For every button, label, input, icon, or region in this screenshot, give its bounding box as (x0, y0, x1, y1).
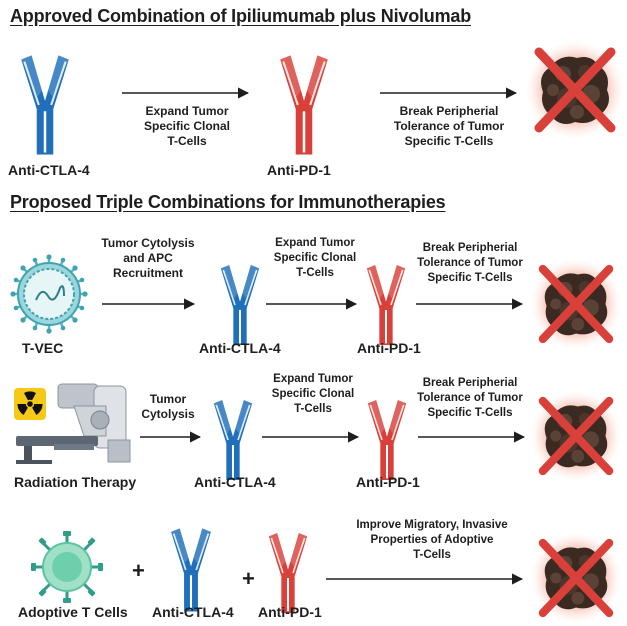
anti-pd1-label: Anti-PD-1 (267, 162, 331, 178)
antibody-icon (14, 55, 76, 155)
arrow (380, 87, 518, 99)
arrow (266, 298, 358, 310)
antibody-icon (362, 400, 412, 480)
t-vec-label: T-VEC (22, 340, 64, 356)
antibody-icon (263, 533, 313, 613)
tumor-cell-icon (525, 40, 625, 140)
radiation-symbol-icon (14, 388, 46, 420)
anti-ctla4-label: Anti-CTLA-4 (152, 604, 234, 620)
plus-sign: + (132, 558, 145, 583)
antibody-icon (273, 55, 335, 155)
arrow (102, 298, 196, 310)
radiation-machine-icon (16, 383, 131, 464)
anti-ctla4-label: Anti-CTLA-4 (194, 474, 276, 490)
arrow (140, 431, 202, 443)
tumor-cell-icon (530, 390, 622, 482)
antibody-icon (208, 400, 258, 480)
arrow (416, 298, 524, 310)
plus-sign: + (242, 566, 255, 591)
arrow (262, 431, 360, 443)
antibody-icon (215, 265, 265, 345)
t-cell-icon (31, 531, 103, 603)
anti-ctla4-label: Anti-CTLA-4 (8, 162, 90, 178)
arrow (418, 431, 526, 443)
antibody-icon (165, 528, 217, 612)
anti-pd1-label: Anti-PD-1 (356, 474, 420, 490)
radiation-therapy-label: Radiation Therapy (14, 474, 137, 490)
anti-ctla4-label: Anti-CTLA-4 (199, 340, 281, 356)
section1-title: Approved Combination of Ipiliumumab plus… (10, 6, 472, 26)
virus-icon (10, 254, 88, 334)
tumor-cell-icon (530, 532, 622, 624)
arrow (122, 87, 250, 99)
anti-pd1-label: Anti-PD-1 (258, 604, 322, 620)
antibody-icon (361, 265, 411, 345)
tumor-cell-icon (530, 258, 622, 350)
adoptive-t-cells-label: Adoptive T Cells (18, 604, 128, 620)
anti-pd1-label: Anti-PD-1 (357, 340, 421, 356)
section2-title: Proposed Triple Combinations for Immunot… (10, 192, 446, 212)
arrow (326, 573, 524, 585)
